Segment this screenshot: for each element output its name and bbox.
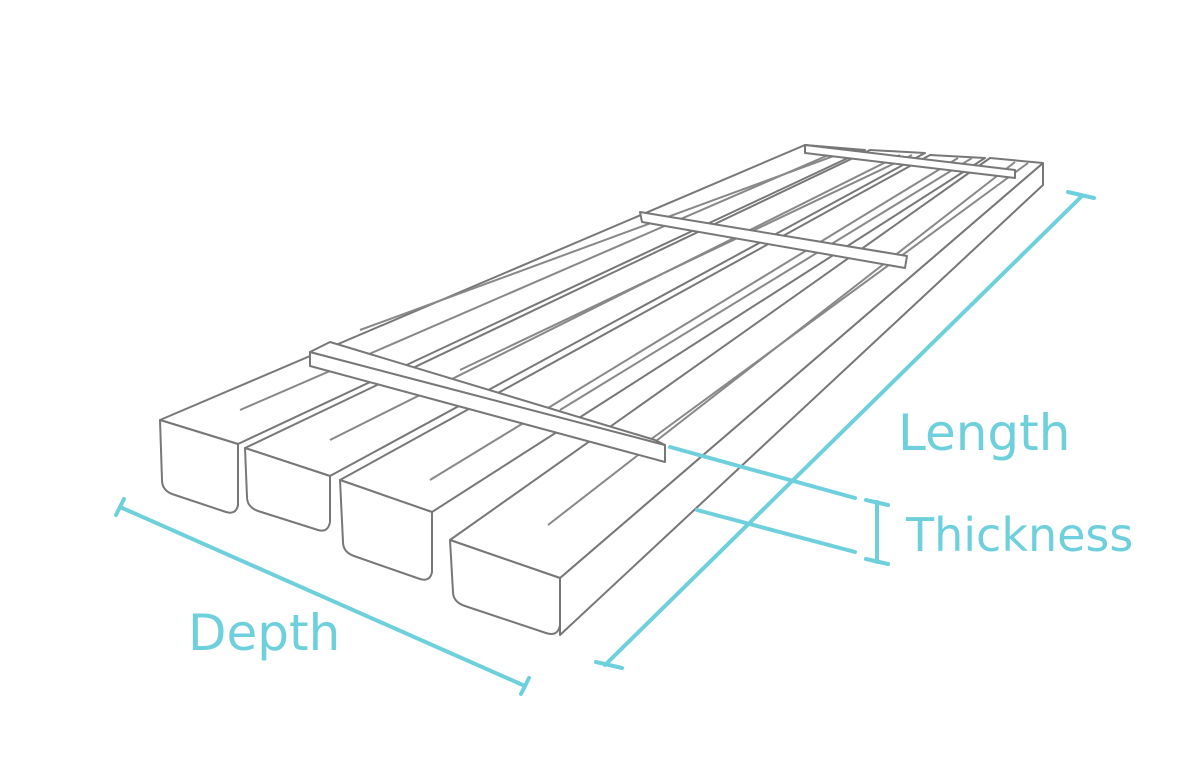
rail-front-lip [309,341,666,446]
rail-back [804,144,1016,179]
plank-3-front [339,479,433,581]
plank-1-front [159,419,239,514]
thickness-dimension-line [668,445,890,566]
plank-2-front [244,447,331,532]
depth-label: Depth [188,604,341,662]
length-dimension-line [594,190,1096,670]
plank-4-front [449,539,561,635]
depth-dimension-line [114,497,531,696]
plank-grooves [239,149,1029,526]
length-label: Length [898,404,1071,462]
rail-middle [639,211,908,269]
thickness-label: Thickness [906,508,1134,562]
